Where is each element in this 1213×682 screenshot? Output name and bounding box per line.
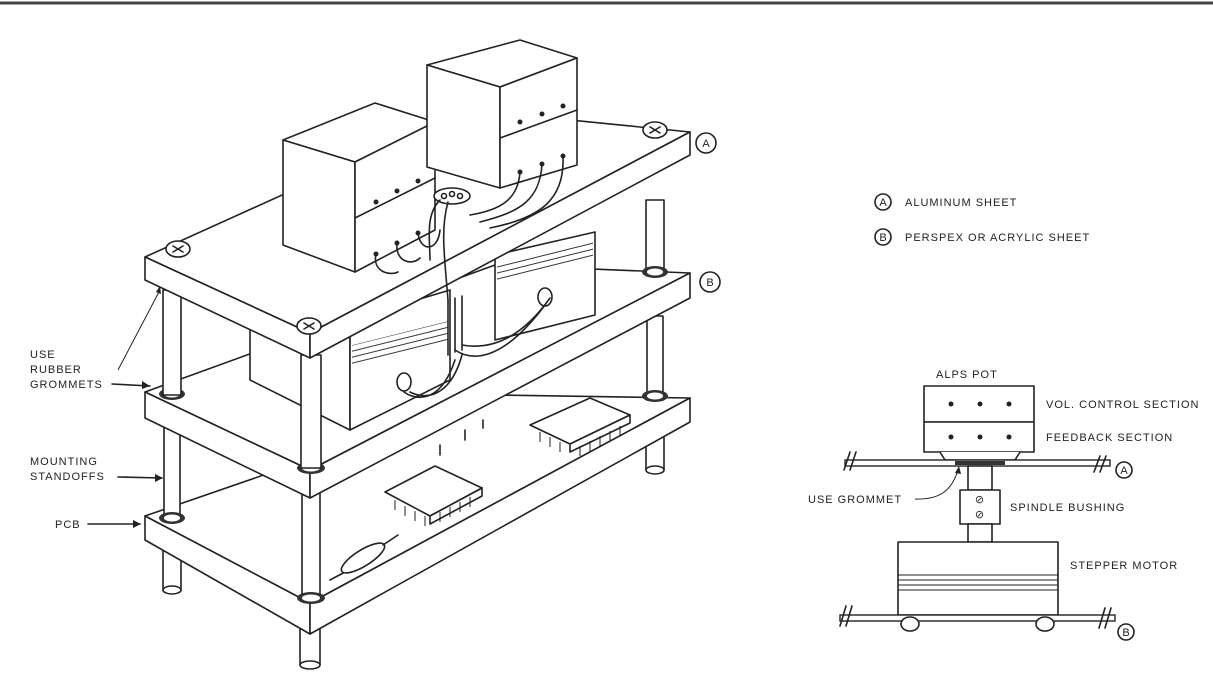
alps-pot-back xyxy=(426,39,578,301)
svg-text:PCB: PCB xyxy=(55,519,81,531)
legend-item-b: B PERSPEX OR ACRYLIC SHEET xyxy=(874,228,1090,246)
label-mounting-standoffs: MOUNTING STANDOFFS xyxy=(30,456,163,483)
alps-pot-front xyxy=(282,102,441,275)
svg-text:SPINDLE BUSHING: SPINDLE BUSHING xyxy=(1010,502,1125,514)
screw-icon xyxy=(165,240,191,258)
lower-standoffs xyxy=(163,315,664,601)
svg-text:USE GROMMET: USE GROMMET xyxy=(808,494,902,506)
screw-icon xyxy=(642,121,668,139)
pcb-grommets xyxy=(159,512,325,604)
svg-text:VOL. CONTROL SECTION: VOL. CONTROL SECTION xyxy=(1046,399,1199,411)
upper-standoffs xyxy=(162,199,668,469)
pot-detail: ALPS POT VOL. CONTROL SECTION FEEDBACK S… xyxy=(808,369,1199,641)
perspex-sheet xyxy=(839,614,1116,622)
screw-icon xyxy=(296,317,322,335)
stack-assembly: A B USE RUBBER GROMMETS MOUNTING STANDOF… xyxy=(30,39,721,670)
svg-text:RUBBER: RUBBER xyxy=(30,364,82,376)
svg-text:B: B xyxy=(1122,627,1129,639)
svg-text:MOUNTING: MOUNTING xyxy=(30,456,98,468)
svg-text:⊘: ⊘ xyxy=(975,509,985,521)
label-pcb: PCB xyxy=(55,519,141,531)
svg-text:⊘: ⊘ xyxy=(975,494,985,506)
legend: A ALUMINUM SHEET B PERSPEX OR ACRYLIC SH… xyxy=(874,193,1090,246)
svg-text:A: A xyxy=(879,197,887,209)
callout-a: A xyxy=(695,132,717,154)
svg-text:B: B xyxy=(706,277,713,289)
svg-text:GROMMETS: GROMMETS xyxy=(30,379,103,391)
pcb-plate xyxy=(144,394,691,635)
callout-b: B xyxy=(699,271,721,293)
svg-text:ALUMINUM SHEET: ALUMINUM SHEET xyxy=(905,197,1017,209)
legend-item-a: A ALUMINUM SHEET xyxy=(874,193,1017,211)
stepper-motor xyxy=(897,541,1059,616)
svg-text:B: B xyxy=(879,232,886,244)
svg-text:A: A xyxy=(1120,465,1128,477)
spindle-bushing xyxy=(959,489,1001,525)
pot-detail-title: ALPS POT xyxy=(936,369,998,381)
svg-text:FEEDBACK SECTION: FEEDBACK SECTION xyxy=(1046,432,1173,444)
svg-text:STANDOFFS: STANDOFFS xyxy=(30,471,105,483)
svg-text:STEPPER MOTOR: STEPPER MOTOR xyxy=(1070,560,1178,572)
svg-text:A: A xyxy=(702,138,710,150)
svg-text:USE: USE xyxy=(30,349,56,361)
label-rubber-grommets: USE RUBBER GROMMETS xyxy=(30,286,161,391)
svg-text:PERSPEX OR ACRYLIC SHEET: PERSPEX OR ACRYLIC SHEET xyxy=(905,232,1090,244)
